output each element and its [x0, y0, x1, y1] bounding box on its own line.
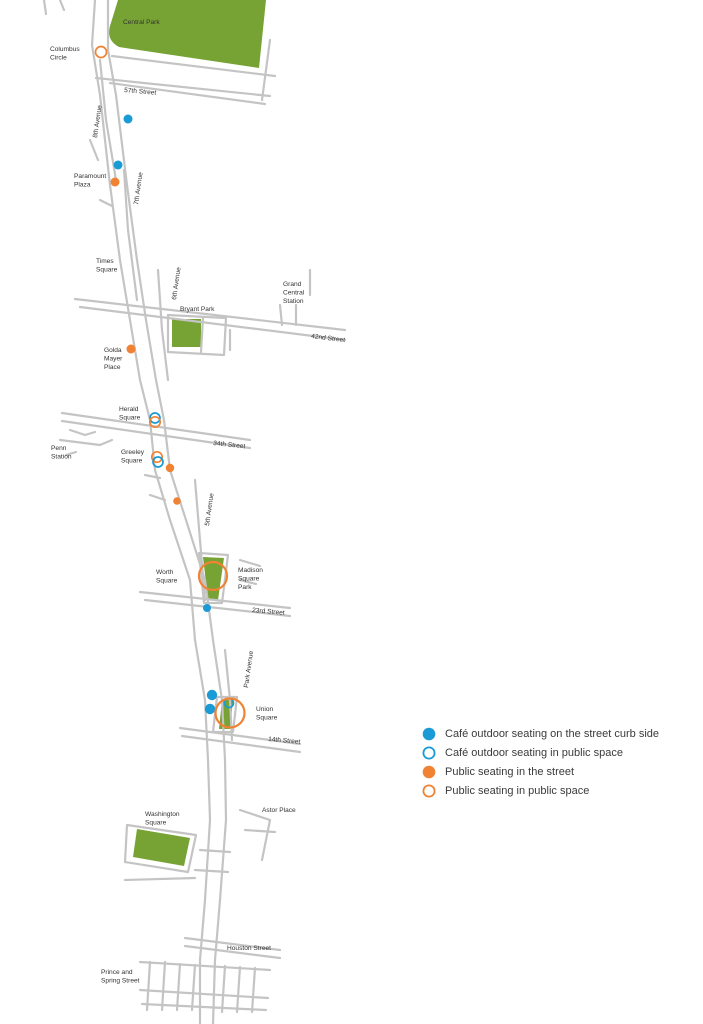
cafe-public-icon — [422, 746, 436, 759]
street-42-south — [78, 305, 347, 342]
public-street-marker — [126, 344, 136, 354]
streets — [42, 0, 347, 1024]
public-space-marker — [148, 415, 162, 429]
washington-block — [123, 823, 198, 874]
legend-item: Café outdoor seating in public space — [421, 743, 691, 762]
astor-place-label: Astor Place — [262, 807, 296, 814]
cafe-public-marker — [149, 412, 161, 424]
cafe-curb-marker — [113, 160, 123, 170]
street-34-label: 34th Street — [213, 440, 246, 450]
eighth-avenue-label: 8th Avenue — [92, 104, 104, 138]
street-14 — [178, 726, 302, 746]
cafe-curb-marker — [123, 114, 133, 124]
street-14-south — [180, 734, 302, 754]
street-57-label: 57th Street — [124, 87, 157, 97]
legend-label: Café outdoor seating in public space — [445, 746, 623, 759]
prince-spring-grid — [138, 960, 272, 1014]
legend-item: Public seating in public space — [421, 781, 691, 800]
washington-square-park-area — [133, 829, 190, 866]
public-street-marker — [165, 463, 175, 473]
grand-central-block — [278, 303, 298, 327]
central-park-label: Central Park — [123, 19, 160, 26]
cafe-public-marker — [152, 456, 164, 468]
central-park-area — [109, 0, 266, 68]
public-space-marker — [214, 697, 246, 729]
sixth-avenue — [156, 268, 170, 382]
street-23-south — [143, 598, 292, 618]
park-avenue-label: Park Avenue — [243, 650, 255, 688]
houston-street — [183, 936, 282, 952]
public-street-icon — [422, 765, 436, 778]
cafe-curb-marker — [203, 604, 211, 612]
central-park-south — [110, 54, 277, 78]
fifth-avenue-label: 5th Avenue — [204, 492, 216, 526]
public-space-icon — [422, 784, 436, 797]
bryant-block — [166, 313, 228, 357]
street-42 — [73, 297, 347, 332]
legend-label: Public seating in the street — [445, 765, 575, 778]
sixth-avenue-label: 6th Avenue — [171, 266, 183, 300]
seventh-avenue — [122, 168, 139, 302]
street-23 — [138, 590, 292, 610]
union-block — [211, 695, 239, 734]
legend-item: Café outdoor seating on the street curb … — [421, 724, 691, 743]
public-space-marker — [94, 45, 108, 59]
houston-street-label: Houston Street — [227, 945, 271, 952]
cafe-curb-marker — [204, 703, 216, 715]
bryant-divider — [199, 316, 205, 354]
street-57-south — [108, 81, 267, 106]
broadway-west — [90, 0, 212, 1024]
bryant-park-label: Bryant Park — [180, 306, 215, 313]
public-street-marker — [173, 497, 181, 505]
seventh-avenue-label: 7th Avenue — [133, 171, 145, 205]
cafe-curb-icon — [422, 727, 436, 740]
legend-label: Public seating in public space — [445, 784, 590, 797]
parks — [109, 0, 266, 866]
herald-block — [58, 428, 114, 447]
broadway-east — [106, 0, 228, 1024]
cafe-curb-marker — [206, 689, 218, 701]
houston-street-south — [183, 944, 282, 960]
astor-block — [238, 808, 277, 862]
street-23-label: 23rd Street — [252, 607, 285, 617]
eighth-avenue — [98, 58, 118, 182]
public-space-marker — [150, 450, 164, 464]
public-street-marker — [110, 177, 120, 187]
legend-item: Public seating in the street — [421, 762, 691, 781]
misc-blocks — [42, 0, 312, 586]
street-14-label: 14th Street — [268, 736, 301, 746]
legend-label: Café outdoor seating on the street curb … — [445, 727, 660, 740]
street-42-label: 42nd Street — [311, 333, 346, 344]
public-space-marker — [197, 560, 229, 592]
seating-markers — [94, 45, 246, 729]
street-57 — [94, 76, 272, 98]
bryant-park-area — [172, 319, 201, 347]
legend: Café outdoor seating on the street curb … — [421, 724, 691, 800]
washington-streets — [123, 848, 232, 882]
street-34-south — [60, 419, 252, 450]
fifth-avenue — [193, 478, 207, 602]
